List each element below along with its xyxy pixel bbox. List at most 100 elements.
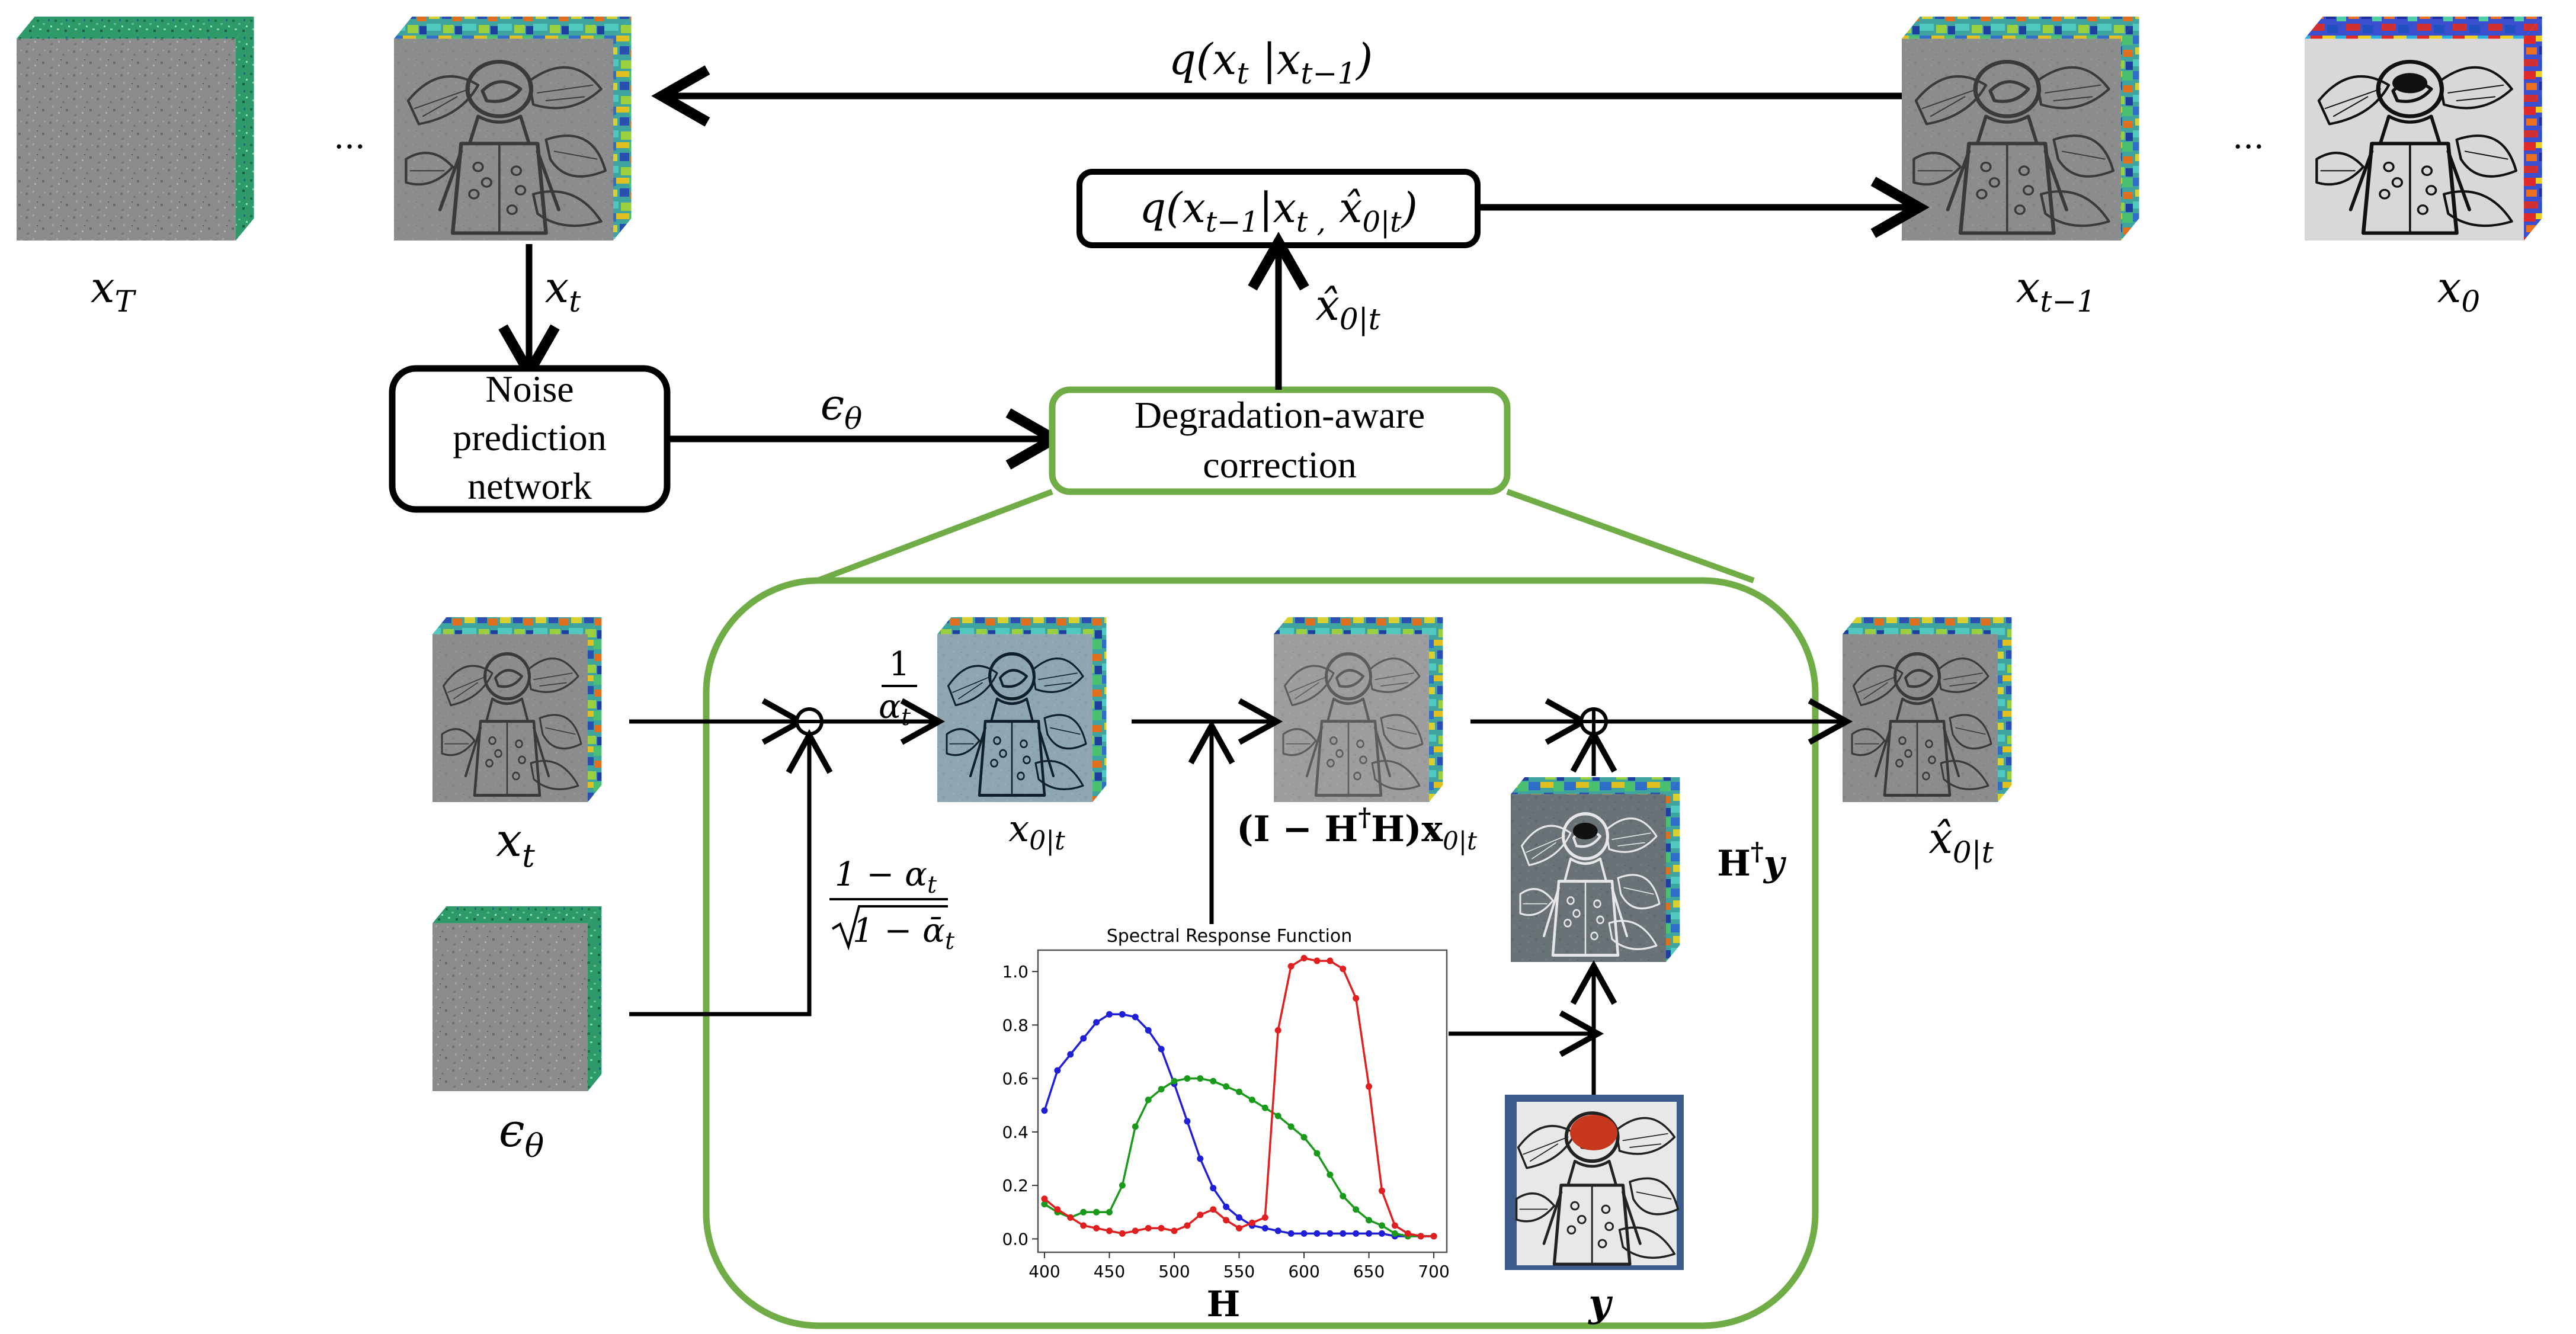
srf-point-red [1261, 1214, 1268, 1221]
srf-point-blue [1067, 1051, 1074, 1058]
srf-point-red [1171, 1227, 1178, 1234]
srf-point-green [1197, 1075, 1204, 1082]
cube-x0t [937, 617, 1107, 802]
srf-point-blue [1197, 1155, 1204, 1162]
srf-point-red [1145, 1224, 1152, 1232]
srf-point-green [1274, 1112, 1281, 1120]
svg-text:x̂0|t: x̂0|t [1928, 813, 1994, 870]
cube-hdagy [1511, 777, 1680, 962]
srf-point-green [1340, 1192, 1347, 1200]
label-y: y [1587, 1281, 1613, 1326]
srf-point-green [1041, 1201, 1048, 1208]
svg-text:ϵθ: ϵθ [499, 1104, 544, 1165]
svg-text:1 − ᾱt: 1 − ᾱt [853, 912, 955, 955]
srf-point-green [1132, 1123, 1139, 1130]
srf-xtick-label: 600 [1288, 1262, 1319, 1281]
svg-text:x0: x0 [2437, 262, 2480, 319]
srf-point-red [1378, 1187, 1385, 1194]
srf-point-blue [1261, 1224, 1268, 1232]
srf-point-red [1210, 1206, 1217, 1213]
srf-point-green [1171, 1078, 1178, 1085]
srf-point-green [1210, 1078, 1217, 1085]
fraction-one-over-alpha: 1 αt [879, 645, 917, 731]
srf-point-blue [1184, 1118, 1191, 1125]
srf-point-green [1080, 1208, 1087, 1216]
srf-series-red [1041, 955, 1437, 1240]
srf-point-red [1391, 1222, 1398, 1229]
srf-point-blue [1119, 1011, 1126, 1018]
srf-point-red [1313, 957, 1321, 964]
forward-process-label: q(xt |xt−1) [1169, 34, 1373, 91]
srf-ytick-label: 0.2 [1002, 1176, 1029, 1195]
label-xhat-0t-bottom: x̂0|t [1928, 813, 1994, 870]
srf-point-blue [1313, 1230, 1321, 1237]
fraction-noise-coef: 1 − αt 1 − ᾱt [829, 855, 955, 955]
srf-point-green [1145, 1096, 1152, 1104]
srf-point-red [1184, 1222, 1191, 1229]
srf-ytick-label: 1.0 [1002, 962, 1029, 982]
srf-point-green [1184, 1075, 1191, 1082]
srf-point-green [1353, 1206, 1360, 1213]
svg-text:q(xt |xt−1): q(xt |xt−1) [1169, 34, 1373, 91]
label-xhat-0t-top: x̂0|t [1315, 280, 1380, 336]
svg-text:1: 1 [889, 645, 910, 684]
label-hdag-y: H†y [1717, 837, 1787, 884]
cube-eps-bottom [432, 906, 602, 1091]
srf-point-blue [1041, 1107, 1048, 1114]
srf-point-green [1366, 1217, 1373, 1224]
label-projection: (I − H†H)x0|t [1236, 803, 1477, 855]
srf-point-red [1404, 1230, 1411, 1237]
srf-title: Spectral Response Function [1107, 926, 1353, 947]
srf-point-red [1340, 966, 1347, 973]
srf-point-blue [1132, 1014, 1139, 1021]
srf-point-green [1223, 1083, 1230, 1090]
label-x-t-bottom: xt [496, 814, 535, 874]
srf-ytick-label: 0.4 [1002, 1123, 1029, 1142]
srf-point-red [1248, 1219, 1255, 1226]
srf-point-red [1132, 1227, 1139, 1234]
srf-xtick-label: 550 [1223, 1262, 1255, 1281]
srf-point-blue [1274, 1227, 1281, 1234]
srf-xtick-label: 400 [1029, 1262, 1060, 1281]
cube-xhat-0t [1843, 617, 2012, 802]
srf-point-red [1106, 1227, 1113, 1234]
correction-detail-panel [703, 577, 1819, 1329]
noise-net-line3: network [467, 465, 592, 507]
srf-point-red [1417, 1233, 1424, 1240]
srf-point-blue [1223, 1203, 1230, 1210]
srf-point-blue [1366, 1230, 1373, 1237]
dac-line1: Degradation-aware [1135, 394, 1425, 436]
srf-point-green [1106, 1208, 1113, 1216]
svg-text:ϵθ: ϵθ [821, 380, 862, 436]
srf-point-green [1236, 1088, 1243, 1095]
cube-x-t [394, 17, 632, 241]
srf-point-green [1261, 1104, 1268, 1111]
srf-point-green [1300, 1134, 1308, 1141]
srf-point-green [1158, 1086, 1165, 1093]
srf-xtick-label: 450 [1094, 1262, 1125, 1281]
label-H: H [1207, 1284, 1241, 1325]
srf-point-red [1366, 1083, 1373, 1090]
zoom-line-left [816, 489, 1053, 583]
ellipsis-left: ... [334, 118, 365, 156]
svg-text:H†y: H†y [1717, 837, 1787, 884]
srf-point-green [1327, 1171, 1334, 1178]
svg-text:xt: xt [545, 262, 582, 319]
label-eps-top: ϵθ [821, 380, 862, 436]
srf-point-blue [1158, 1046, 1165, 1053]
srf-point-blue [1236, 1214, 1243, 1221]
srf-ytick-label: 0.6 [1002, 1069, 1029, 1089]
srf-point-blue [1340, 1230, 1347, 1237]
srf-point-red [1287, 963, 1295, 970]
srf-point-blue [1106, 1011, 1113, 1018]
srf-xtick-label: 700 [1418, 1262, 1449, 1281]
srf-point-green [1248, 1096, 1255, 1104]
rgb-observation-y [1505, 1095, 1684, 1270]
cube-x-0 [2305, 17, 2542, 241]
srf-point-green [1378, 1222, 1385, 1229]
srf-point-red [1093, 1224, 1100, 1232]
cube-x-t-bottom [432, 617, 602, 802]
srf-point-red [1327, 957, 1334, 964]
